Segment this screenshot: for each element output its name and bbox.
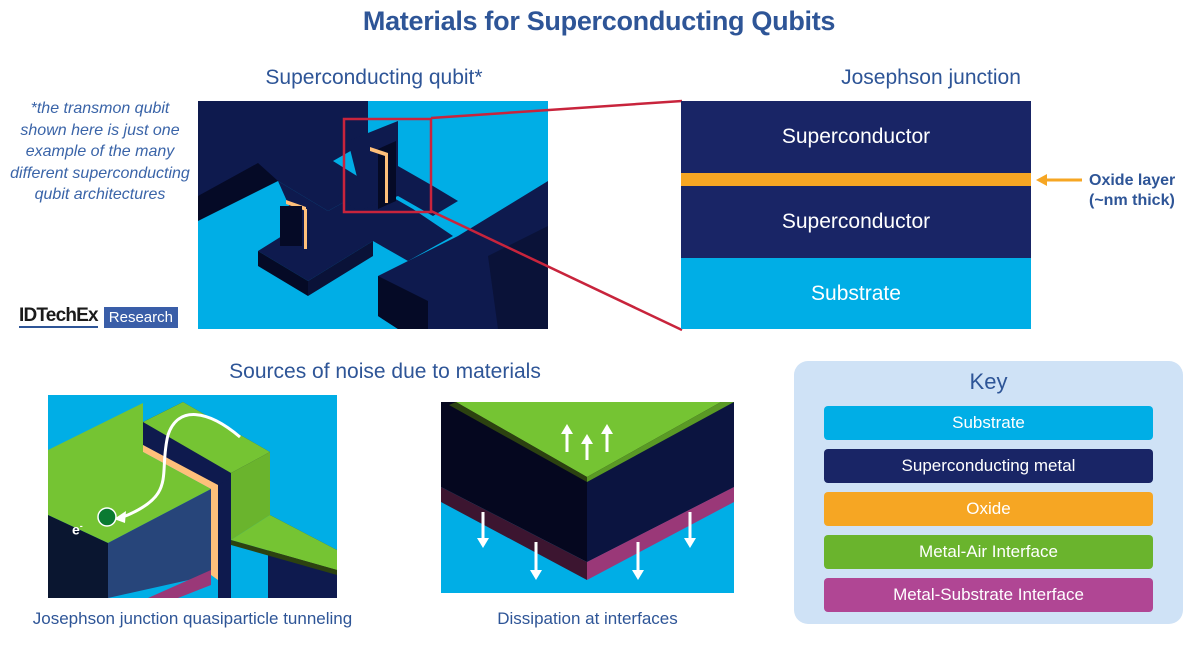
qp-tunneling-path <box>122 413 241 519</box>
qubit-footnote: *the transmon qubit shown here is just o… <box>10 100 190 203</box>
qubit-junction-oxide-1b <box>370 147 388 157</box>
electron-icon <box>97 507 117 527</box>
qubit-loop <box>338 121 458 216</box>
dissipation-caption: Dissipation at interfaces <box>497 609 678 628</box>
dis-down-arrows-icon <box>477 512 696 580</box>
zoom-connector <box>430 99 683 332</box>
dis-up-arrows-icon <box>561 424 613 460</box>
key-item-substrate: Substrate <box>824 406 1153 440</box>
logo-tag: Research <box>103 306 178 328</box>
qp-ridge-top <box>143 402 270 473</box>
page-title: Materials for Superconducting Qubits <box>362 6 836 36</box>
qp-oxide <box>143 445 218 580</box>
qubit-pad-bottom-shadow <box>378 276 428 329</box>
qp-pad-side-front <box>108 489 211 598</box>
qp-lower-arm-top <box>231 515 337 570</box>
key-panel: Key Substrate Superconducting metal Oxid… <box>794 361 1183 624</box>
qp-interface <box>148 570 211 598</box>
key-title: Key <box>969 369 1008 394</box>
quasiparticle-illustration <box>48 395 337 598</box>
oxide-annotation-line2: (~nm thick) <box>1089 192 1175 209</box>
oxide-annotation-line1: Oxide layer <box>1089 172 1176 189</box>
qubit-arm-side <box>258 251 308 296</box>
quasiparticle-caption: Josephson junction quasiparticle tunneli… <box>32 609 353 628</box>
junction-stack: Superconductor Superconductor Substrate <box>681 101 1031 329</box>
qubit-pad-right-side <box>488 226 548 329</box>
oxide-arrow-icon <box>1036 174 1082 186</box>
key-item-superconducting-metal: Superconducting metal <box>824 449 1153 483</box>
dis-air-edge <box>449 402 587 482</box>
qubit-junction-oxide-1 <box>385 153 388 203</box>
dis-interface-right <box>587 487 734 580</box>
qp-pad-side-left <box>48 515 108 598</box>
qubit-heading: Superconducting qubit* <box>265 66 483 89</box>
qp-lower-arm-edge <box>231 540 337 575</box>
zoom-line-bottom <box>430 209 683 332</box>
qubit-junction-oxide-2 <box>304 209 307 249</box>
zoom-line-top <box>430 99 683 120</box>
key-item-metal-substrate-interface: Metal-Substrate Interface <box>824 578 1153 612</box>
qp-arrow-head <box>114 511 126 523</box>
qubit-illustration <box>198 101 548 329</box>
idtechex-logo: IDTechEx Research <box>19 306 178 328</box>
junction-heading: Josephson junction <box>841 66 1021 89</box>
logo-brand: IDTechEx <box>19 304 99 328</box>
layer-superconductor-top: Superconductor <box>681 101 1031 173</box>
qp-ridge-front-green <box>231 452 270 540</box>
qubit-junction-block <box>280 206 302 246</box>
qubit-arm <box>258 181 453 281</box>
dis-air-edge-right <box>587 402 734 482</box>
key-item-metal-air-interface: Metal-Air Interface <box>824 535 1153 569</box>
qp-metal-side <box>218 478 231 598</box>
dis-interface-left <box>441 487 587 580</box>
layer-oxide <box>681 173 1031 186</box>
zoom-box <box>342 117 433 214</box>
qubit-arm-side-right <box>308 241 373 296</box>
layer-superconductor-bottom: Superconductor <box>681 186 1031 258</box>
qubit-pad-shadow <box>198 163 278 221</box>
dis-metal-right <box>587 402 734 562</box>
oxide-annotation: Oxide layer (~nm thick) <box>1089 171 1175 211</box>
qp-pad-top <box>48 403 211 543</box>
key-item-oxide: Oxide <box>824 492 1153 526</box>
dissipation-illustration <box>441 402 734 593</box>
noise-heading: Sources of noise due to materials <box>229 360 541 383</box>
layer-substrate: Substrate <box>681 258 1031 329</box>
electron-label: e- <box>72 521 83 538</box>
